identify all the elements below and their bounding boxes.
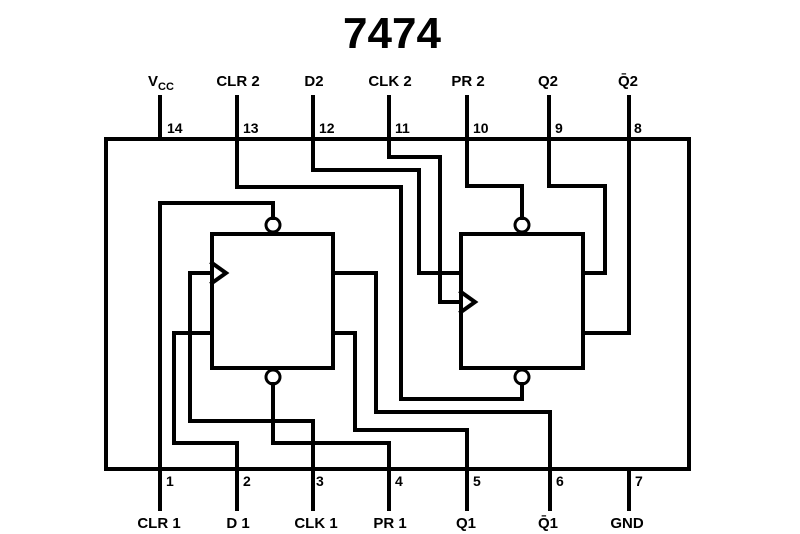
wire-clr1: [158, 201, 275, 471]
wire-pr2: [465, 137, 524, 220]
pin-2-number: 2: [243, 473, 251, 489]
pin-11-number: 11: [395, 120, 410, 136]
pin-2-label: D 1: [226, 515, 249, 532]
pin-5-label: Q1: [456, 515, 476, 532]
wire-q1-bar: [331, 271, 552, 471]
wire-q2-bar: [581, 137, 631, 335]
wire-q2: [547, 137, 607, 275]
pin-3-label: CLK 1: [294, 515, 337, 532]
wire-clr2: [235, 137, 524, 401]
pin-7-label: GND: [610, 515, 644, 532]
wire-q1: [331, 331, 469, 471]
pin-13-number: 13: [243, 120, 259, 136]
flip-flop-2-clear-bubble-icon: [513, 368, 531, 386]
top-pins: [158, 95, 631, 141]
flip-flop-1-clock-icon: [209, 260, 230, 286]
wire-d2: [311, 137, 463, 275]
wire-clk1: [188, 271, 315, 471]
bottom-pin-leads: [158, 467, 631, 511]
flip-flop-2-body: [459, 232, 585, 370]
pin-10-label: PR 2: [451, 73, 484, 90]
pin-12-number: 12: [319, 120, 335, 136]
vcc-sub: CC: [158, 81, 174, 93]
flip-flop-2-preset-bubble-icon: [513, 216, 531, 234]
pin-8-number: 8: [634, 120, 642, 136]
flip-flop-2-clock-icon: [458, 289, 479, 315]
chip-body: [104, 137, 691, 471]
pin-5-number: 5: [473, 473, 481, 489]
wire-pr1: [271, 382, 391, 471]
wire-clk2: [387, 137, 463, 304]
pin-1-number: 1: [166, 473, 174, 489]
pin-6-number: 6: [556, 473, 564, 489]
pin-8-label: Q̄2: [618, 72, 638, 90]
flip-flop-1-preset-bubble-icon: [264, 216, 282, 234]
pin-4-label: PR 1: [373, 515, 406, 532]
pin-7-number: 7: [635, 473, 643, 489]
top-pin-leads: [158, 95, 631, 141]
flip-flop-2: [458, 216, 585, 386]
pin-9-number: 9: [555, 120, 563, 136]
flip-flop-1-body: [210, 232, 335, 370]
flip-flop-1-clear-bubble-icon: [264, 368, 282, 386]
pin-14-label: VCC: [148, 73, 174, 93]
wire-d1: [172, 331, 239, 471]
chip-title: 7474: [343, 9, 441, 58]
internal-wiring: [158, 137, 631, 471]
pin-6-label: Q̄1: [538, 514, 558, 532]
pin-1-label: CLR 1: [137, 515, 180, 532]
pin-11-label: CLK 2: [368, 73, 411, 90]
pin-12-label: D2: [304, 73, 323, 90]
pin-4-number: 4: [395, 473, 403, 489]
pin-14-number: 14: [167, 120, 183, 136]
pin-10-number: 10: [473, 120, 489, 136]
pin-3-number: 3: [316, 473, 324, 489]
pin-9-label: Q2: [538, 73, 558, 90]
flip-flop-1: [209, 216, 335, 386]
vcc-main: V: [148, 73, 158, 90]
pin-13-label: CLR 2: [216, 73, 259, 90]
